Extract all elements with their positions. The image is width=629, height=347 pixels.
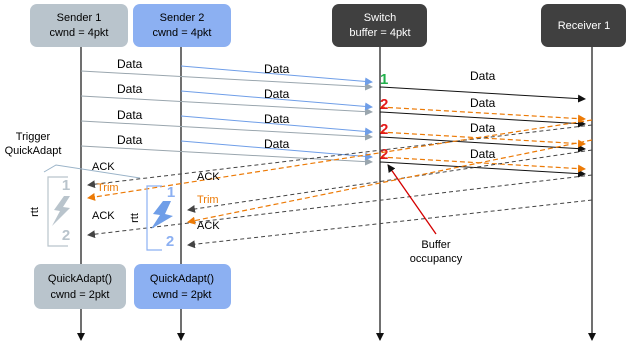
buffer-count: 2: [380, 146, 388, 163]
trim-label: Trim: [97, 182, 119, 194]
rtt-start-marker: 1: [62, 177, 70, 194]
sender1-quickadapt-box: QuickAdapt() cwnd = 2pkt: [34, 264, 126, 309]
trigger-label-line1: Trigger: [16, 131, 51, 143]
trimmed-header-arrows: [379, 106, 586, 173]
lightning-icon: [52, 196, 70, 226]
trim-label: Trim: [197, 194, 219, 206]
rtt-end-marker: 2: [62, 227, 70, 244]
ack-arrows: [87, 124, 593, 249]
ack-label: ACK: [92, 161, 115, 173]
sender1-cwnd: cwnd = 4pkt: [49, 27, 108, 39]
rtt-start-marker: 1: [167, 184, 175, 201]
receiver-data-label: Data: [470, 147, 496, 161]
buffer-count: 1: [380, 71, 388, 88]
switch-buffer: buffer = 4pkt: [349, 27, 410, 39]
trigger-bracket: [43, 164, 141, 179]
trim-notification-arrows: [87, 119, 593, 225]
buffer-occupancy-pointer: [387, 164, 437, 235]
rtt-label: rtt: [129, 213, 141, 223]
quickadapt-call: QuickAdapt(): [48, 273, 112, 285]
switch-title: Switch: [364, 12, 396, 24]
buffer-occupancy-label-line1: Buffer: [421, 239, 450, 251]
buffer-count: 2: [380, 121, 388, 138]
sender2-title: Sender 2: [160, 12, 205, 24]
sender1-title: Sender 1: [57, 12, 102, 24]
forwarded-data-arrows: [379, 86, 586, 178]
ack-label: ACK: [197, 171, 220, 183]
sender1-rtt-bracket: rtt 1 2: [29, 176, 70, 247]
receiver-data-label: Data: [470, 96, 496, 110]
lightning-icon: [151, 201, 173, 229]
sender1-data-label: Data: [117, 133, 143, 147]
receiver1-title: Receiver 1: [558, 20, 611, 32]
sender2-data-label: Data: [264, 137, 290, 151]
receiver-data-label: Data: [470, 121, 496, 135]
switch-node: Switch buffer = 4pkt: [332, 4, 427, 47]
receiver1-node: Receiver 1: [541, 4, 626, 47]
quickadapt-cwnd: cwnd = 2pkt: [152, 289, 211, 301]
sender1-data-label: Data: [117, 108, 143, 122]
sender2-cwnd: cwnd = 4pkt: [152, 27, 211, 39]
rtt-end-marker: 2: [166, 233, 174, 250]
rtt-label: rtt: [29, 207, 41, 217]
sender1-node: Sender 1 cwnd = 4pkt: [30, 4, 128, 47]
sender2-data-arrows: [180, 65, 373, 161]
buffer-count: 2: [380, 96, 388, 113]
sender1-data-label: Data: [117, 57, 143, 71]
quickadapt-call: QuickAdapt(): [150, 273, 214, 285]
sender2-data-label: Data: [264, 87, 290, 101]
sender2-quickadapt-box: QuickAdapt() cwnd = 2pkt: [134, 264, 231, 309]
quickadapt-cwnd: cwnd = 2pkt: [50, 289, 109, 301]
buffer-occupancy-label-line2: occupancy: [410, 253, 463, 265]
ack-label: ACK: [197, 220, 220, 232]
sender2-data-label: Data: [264, 112, 290, 126]
sender2-rtt-bracket: rtt 1 2: [129, 184, 175, 251]
ack-label: ACK: [92, 210, 115, 222]
receiver-data-label: Data: [470, 69, 496, 83]
trigger-label-line2: QuickAdapt: [5, 145, 62, 157]
sender1-data-arrows: [80, 70, 373, 166]
sender1-data-label: Data: [117, 82, 143, 96]
sender2-node: Sender 2 cwnd = 4pkt: [133, 4, 231, 47]
sender2-data-label: Data: [264, 62, 290, 76]
